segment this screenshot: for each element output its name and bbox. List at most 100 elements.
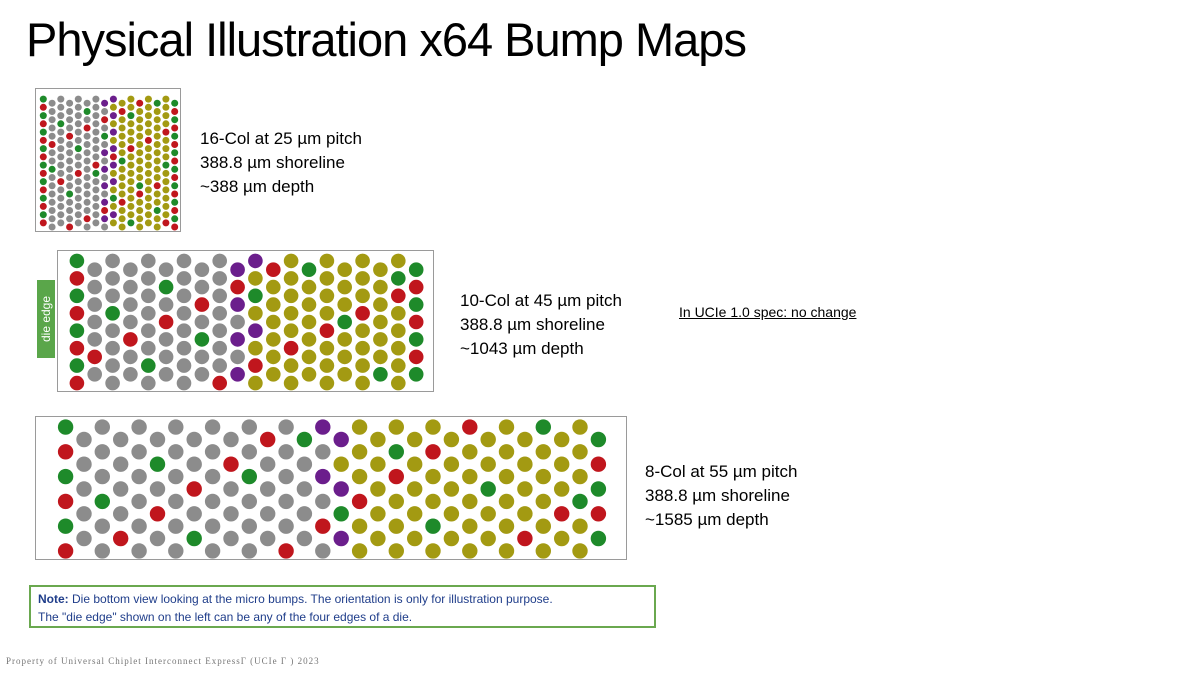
micro-bump (171, 108, 179, 115)
micro-bump (136, 132, 144, 140)
micro-bump (535, 493, 551, 510)
micro-bump (301, 314, 317, 330)
micro-bump (153, 165, 161, 173)
micro-bump (443, 506, 460, 522)
micro-bump (66, 149, 74, 157)
micro-bump (171, 141, 179, 148)
micro-bump (535, 419, 551, 435)
micro-bump (76, 530, 92, 547)
micro-bump (57, 145, 65, 153)
micro-bump (337, 262, 353, 277)
micro-bump (498, 518, 515, 534)
micro-bump (212, 253, 227, 269)
micro-bump (127, 128, 135, 136)
micro-bump (266, 332, 281, 347)
micro-bump (572, 419, 588, 435)
micro-bump (388, 493, 404, 510)
micro-bump (48, 190, 56, 198)
micro-bump (105, 323, 120, 338)
micro-bump (283, 323, 299, 338)
micro-bump (69, 358, 85, 373)
micro-bump (212, 358, 227, 373)
micro-bump (194, 367, 210, 382)
micro-bump (92, 153, 100, 161)
micro-bump (136, 141, 144, 148)
micro-bump (168, 493, 184, 510)
micro-bump (171, 116, 179, 124)
micro-bump (204, 444, 221, 460)
micro-bump (462, 419, 478, 435)
micro-bump (230, 349, 245, 365)
micro-bump (194, 314, 210, 330)
micro-bump (370, 456, 386, 472)
micro-bump (480, 481, 496, 497)
slide-title: Physical Illustration x64 Bump Maps (26, 13, 747, 66)
micro-bump (194, 349, 210, 365)
micro-bump (391, 306, 406, 321)
micro-bump (498, 468, 515, 485)
spec-8-col-shoreline: 388.8 µm shoreline (645, 486, 790, 505)
micro-bump (105, 306, 120, 321)
micro-bump (92, 95, 100, 103)
micro-bump (105, 288, 120, 304)
micro-bump (48, 157, 56, 165)
micro-bump (39, 120, 47, 128)
micro-bump (39, 202, 47, 210)
micro-bump (391, 375, 406, 391)
spec-10-col-depth: ~1043 µm depth (460, 339, 584, 358)
micro-bump (39, 145, 47, 153)
micro-bump (168, 419, 184, 435)
micro-bump (278, 419, 294, 435)
micro-bump (76, 481, 92, 497)
micro-bump (162, 136, 170, 144)
micro-bump (48, 124, 56, 132)
micro-bump (223, 481, 239, 497)
micro-bump (144, 128, 152, 136)
micro-bump (230, 332, 245, 347)
micro-bump (109, 202, 117, 210)
micro-bump (315, 543, 331, 559)
micro-bump (153, 157, 161, 165)
micro-bump (171, 132, 179, 140)
micro-bump (74, 145, 82, 153)
micro-bump (337, 314, 353, 330)
micro-bump (260, 530, 276, 547)
micro-bump (176, 375, 192, 391)
micro-bump (204, 543, 221, 559)
micro-bump (241, 518, 257, 534)
micro-bump (39, 178, 47, 186)
micro-bump (57, 103, 65, 111)
micro-bump (66, 215, 74, 223)
micro-bump (101, 124, 109, 132)
micro-bump (127, 120, 135, 128)
micro-bump (572, 493, 588, 510)
micro-bump (127, 186, 135, 194)
micro-bump (162, 169, 170, 177)
micro-bump (48, 182, 56, 190)
micro-bump (319, 340, 335, 356)
micro-bump (278, 518, 294, 534)
micro-bump (136, 174, 144, 181)
micro-bump (517, 506, 533, 522)
micro-bump (153, 116, 161, 124)
micro-bump (109, 145, 117, 153)
micro-bump (171, 124, 179, 132)
micro-bump (94, 543, 110, 559)
micro-bump (351, 493, 368, 510)
micro-bump (66, 132, 74, 140)
micro-bump (425, 543, 441, 559)
micro-bump (260, 506, 276, 522)
micro-bump (118, 99, 126, 107)
micro-bump (118, 141, 126, 148)
micro-bump (153, 198, 161, 206)
micro-bump (94, 518, 110, 534)
micro-bump (123, 297, 138, 312)
ucie-spec-note: In UCIe 1.0 spec: no change (679, 304, 857, 320)
micro-bump (462, 493, 478, 510)
micro-bump (131, 518, 147, 534)
micro-bump (109, 112, 117, 120)
micro-bump (94, 444, 110, 460)
micro-bump (136, 157, 144, 165)
micro-bump (105, 271, 120, 286)
micro-bump (92, 202, 100, 210)
